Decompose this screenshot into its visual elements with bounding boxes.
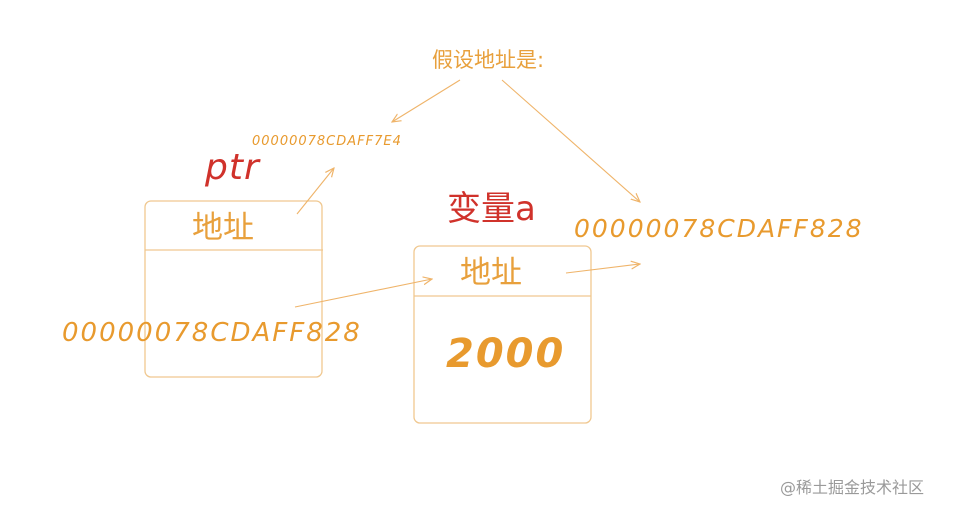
variable-value: 2000 [446, 331, 566, 377]
variable-box [413, 245, 592, 424]
arrow-variable-box-to-address [565, 264, 640, 274]
variable-name-label: 变量a [447, 189, 536, 229]
arrow-ptr-value-to-variable-box [294, 279, 432, 308]
heading-label: 假设地址是: [432, 48, 545, 72]
arrow-ptr-box-to-address [296, 168, 334, 215]
pointer-address-label: 00000078CDAFF7E4 [252, 134, 402, 149]
variable-box-title: 地址 [460, 255, 522, 291]
variable-address-label: 00000078CDAFF828 [574, 214, 864, 243]
pointer-stored-value: 00000078CDAFF828 [62, 318, 362, 348]
watermark: @稀土掘金技术社区 [780, 478, 925, 497]
arrow-heading-to-variable-address [501, 79, 640, 202]
pointer-box [144, 200, 323, 378]
pointer-name-label: ptr [205, 147, 260, 188]
arrow-heading-to-ptr-address [392, 79, 461, 122]
pointer-box-title: 地址 [192, 210, 254, 246]
